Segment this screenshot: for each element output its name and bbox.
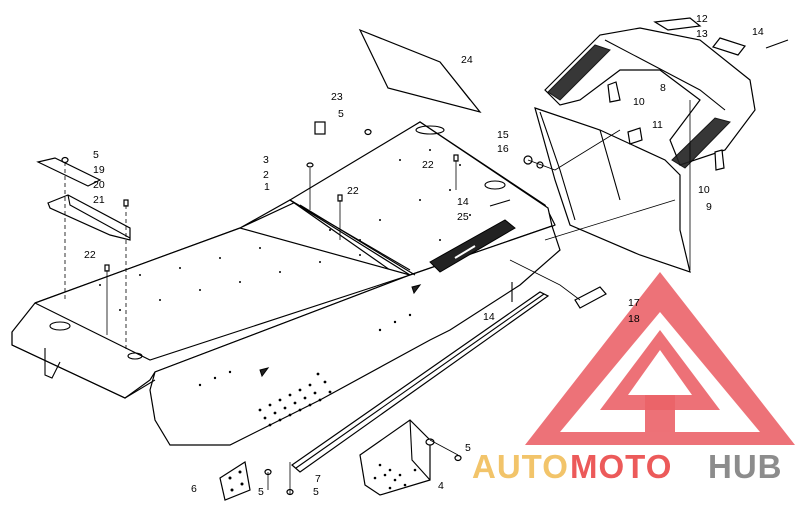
callout-9: 9	[706, 201, 712, 213]
part-24-flap	[358, 28, 482, 114]
callout-13: 13	[696, 28, 708, 40]
callout-8: 8	[660, 82, 666, 94]
callout-5e: 5	[313, 486, 319, 498]
callout-10a: 10	[633, 96, 645, 108]
leader-lines	[64, 61, 691, 495]
part-7-side-rail	[291, 291, 550, 473]
part-6-plate	[219, 461, 251, 501]
callout-3: 3	[263, 154, 269, 166]
part-9-rear-panel	[534, 107, 691, 273]
callout-20: 20	[93, 179, 105, 191]
callout-11: 11	[652, 119, 663, 131]
callout-14a: 14	[752, 26, 764, 38]
callout-21: 21	[93, 194, 105, 206]
part-23-tag	[314, 121, 326, 135]
callout-12: 12	[696, 13, 708, 25]
callout-2: 2	[263, 169, 269, 181]
part-25-badge	[429, 219, 516, 273]
part-19-strip	[36, 157, 102, 187]
callout-16: 16	[497, 143, 509, 155]
callout-5b: 5	[338, 108, 344, 120]
callout-5c: 5	[465, 442, 471, 454]
part-21-bracket	[47, 194, 131, 241]
callout-15: 15	[497, 129, 509, 141]
watermark-auto: AUTO	[472, 448, 569, 485]
callout-22a: 22	[422, 159, 434, 171]
part-8-grab-handle	[544, 17, 756, 169]
fasteners	[61, 39, 789, 496]
callout-1: 1	[264, 181, 270, 193]
watermark-text: AUTO MOTO HUB	[472, 448, 783, 485]
part-4-step-bracket	[359, 419, 435, 496]
watermark-hub: HUB	[708, 448, 783, 485]
callout-17: 17	[628, 297, 640, 309]
watermark-moto: MOTO	[570, 448, 672, 485]
callout-5a: 5	[93, 149, 99, 161]
callout-23: 23	[331, 91, 343, 103]
callout-6: 6	[191, 483, 197, 495]
callout-14c: 14	[483, 311, 495, 323]
callout-7: 7	[315, 473, 321, 485]
callout-22c: 22	[84, 249, 96, 261]
callout-24: 24	[461, 54, 473, 66]
callout-10b: 10	[698, 184, 710, 196]
callout-14b: 14	[457, 196, 469, 208]
callout-labels: 1 2 3 4 5 5 5 5 5 6 7 8 9 10 10 11 12 13…	[84, 13, 764, 498]
callout-18: 18	[628, 313, 640, 325]
callout-5d: 5	[258, 486, 264, 498]
callout-19: 19	[93, 164, 105, 176]
callout-22b: 22	[347, 185, 359, 197]
watermark-logo	[525, 272, 795, 445]
callout-4: 4	[438, 480, 444, 492]
callout-25: 25	[457, 211, 469, 223]
